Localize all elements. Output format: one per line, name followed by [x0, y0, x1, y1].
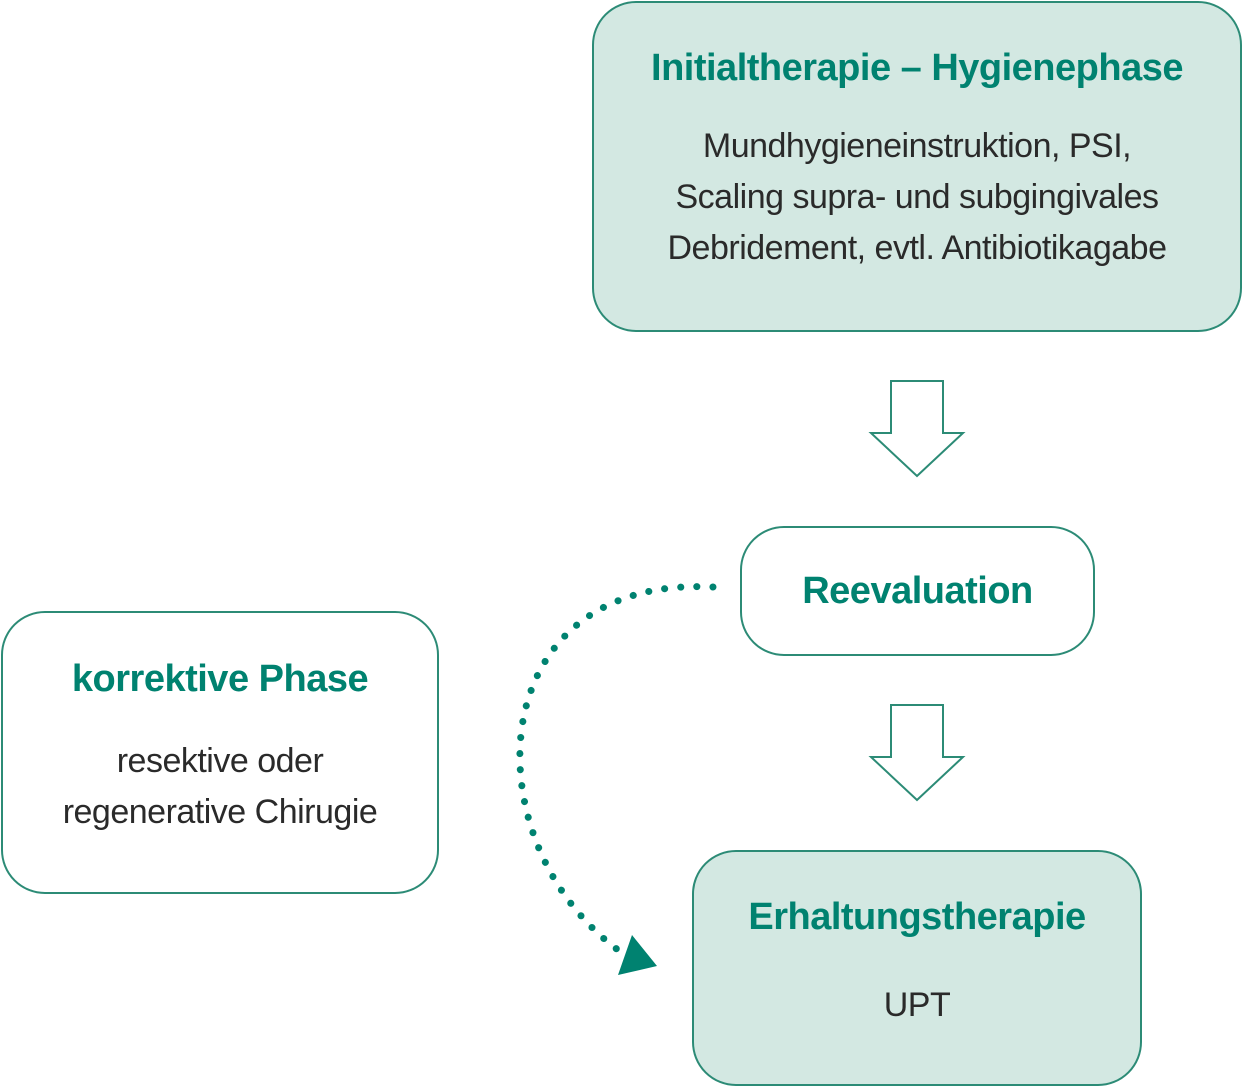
maintenance-therapy-description: UPT	[694, 980, 1140, 1031]
initial-therapy-title: Initialtherapie – Hygienephase	[651, 47, 1183, 89]
corrective-phase-line-1: resektive oder	[116, 742, 324, 780]
initial-therapy-node: Initialtherapie – Hygienephase Mundhygie…	[592, 1, 1242, 332]
down-arrow-icon	[868, 704, 966, 802]
initial-therapy-description: Mundhygieneinstruktion, PSI, Scaling sup…	[594, 121, 1240, 274]
maintenance-therapy-title: Erhaltungstherapie	[748, 896, 1086, 938]
corrective-phase-node: korrektive Phase resektive oder regenera…	[1, 611, 439, 894]
maintenance-therapy-line-1: UPT	[883, 986, 951, 1024]
corrective-phase-line-2: regenerative Chirugie	[62, 793, 378, 831]
maintenance-therapy-node: Erhaltungstherapie UPT	[692, 850, 1142, 1086]
initial-therapy-line-2: Scaling supra- und subgingivales	[675, 178, 1159, 216]
corrective-phase-description: resektive oder regenerative Chirugie	[3, 736, 437, 838]
reevaluation-node: Reevaluation	[740, 526, 1095, 656]
down-arrow-icon	[868, 380, 966, 478]
arrowhead-icon	[618, 935, 657, 975]
initial-therapy-line-3: Debridement, evtl. Antibiotikagabe	[667, 229, 1167, 267]
corrective-phase-title: korrektive Phase	[71, 658, 369, 700]
reevaluation-title: Reevaluation	[802, 570, 1033, 612]
dotted-curve-connector	[516, 583, 717, 954]
initial-therapy-line-1: Mundhygieneinstruktion, PSI,	[702, 127, 1132, 165]
